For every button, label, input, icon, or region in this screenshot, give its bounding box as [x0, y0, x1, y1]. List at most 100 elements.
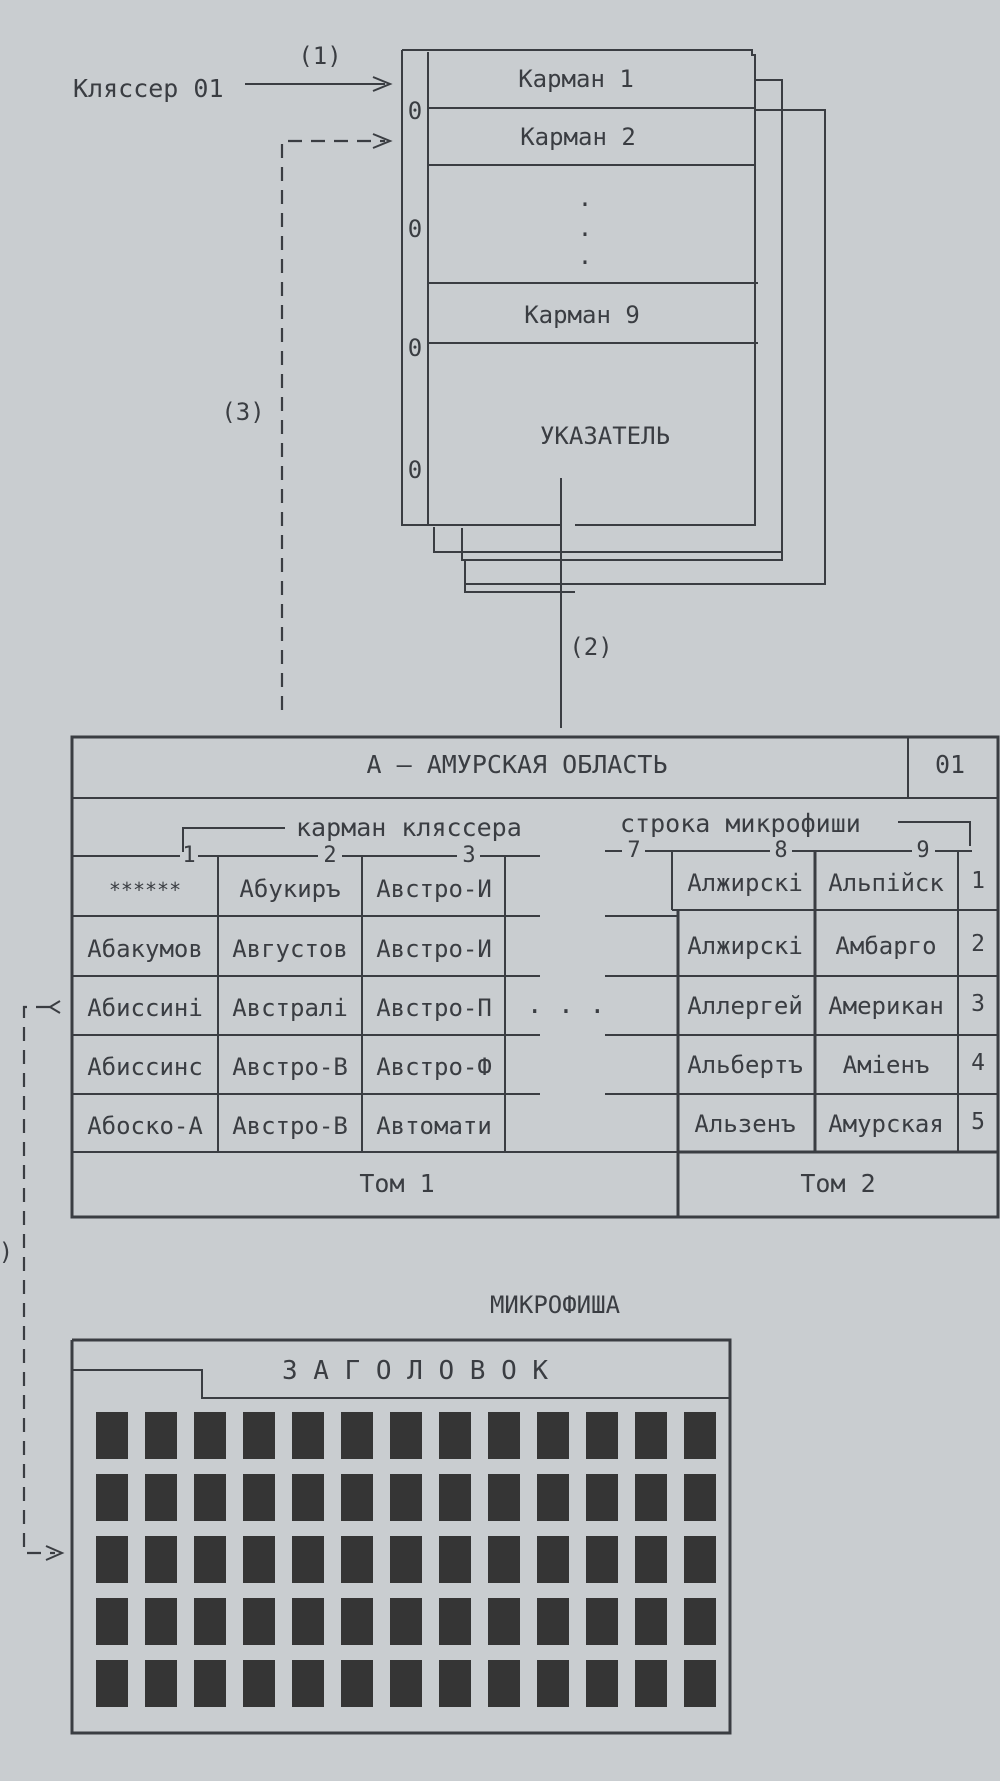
microfiche-frame: [684, 1474, 716, 1521]
microfiche-frame: [390, 1598, 422, 1645]
microfiche-border: [70, 1338, 732, 1735]
binder: Карман 1 Карман 2 Карман 9 . . . УКАЗАТЕ…: [401, 49, 826, 593]
index-sheet: А – АМУРСКАЯ ОБЛАСТЬ 01 карман кляссера …: [70, 735, 1000, 1219]
microfiche-frame: [488, 1598, 520, 1645]
microfiche-frame: [586, 1474, 618, 1521]
microfiche-frame: [684, 1598, 716, 1645]
microfiche-header: З А Г О Л О В О К: [282, 1356, 548, 1386]
arrow-3-line: [280, 139, 385, 710]
tom2-cell-1-1: Алжирскі: [687, 869, 803, 897]
arrow-4-tail: [48, 1000, 61, 1014]
microfiche-frame: [684, 1412, 716, 1459]
microfiche-frame: [194, 1660, 226, 1707]
tom1-cell-2-3: Австро-И: [376, 935, 492, 963]
tom1-cell-5-3: Автомати: [376, 1112, 492, 1140]
microfiche: МИКРОФИША З А Г О Л О В О К: [70, 1291, 732, 1735]
tom1-cell-1-3: Австро-И: [376, 875, 492, 903]
row-number-3: 3: [971, 991, 985, 1017]
binder-front-left: [401, 50, 560, 526]
binder-back-sheet-2: [461, 79, 783, 561]
tom1-cell-5-1: Абоско-А: [87, 1112, 203, 1140]
row-number-1: 1: [971, 868, 985, 894]
microfiche-frame: [586, 1412, 618, 1459]
microfiche-frame: [96, 1412, 128, 1459]
ellipsis-dot-2: .: [578, 214, 592, 242]
tom2-cell-4-2: Аміенъ: [843, 1051, 930, 1079]
sheet-title: А – АМУРСКАЯ ОБЛАСТЬ: [366, 750, 667, 779]
tom1-cell-2-1: Абакумов: [87, 935, 203, 963]
microfiche-frame: [684, 1660, 716, 1707]
microfiche-frame: [145, 1412, 177, 1459]
left-caption: карман кляссера: [296, 813, 522, 842]
binder-sheet-3-bottom-left: [464, 584, 575, 593]
row-number-4: 4: [971, 1050, 985, 1076]
microfiche-frame: [341, 1536, 373, 1583]
tom2-cell-5-2: Амурская: [828, 1110, 944, 1138]
microfiche-frame: [488, 1412, 520, 1459]
microfiche-frame: [537, 1660, 569, 1707]
col-number-9: 9: [916, 838, 929, 863]
microfiche-frame: [194, 1536, 226, 1583]
microfiche-frame: [586, 1660, 618, 1707]
arrow-1-head: [372, 76, 393, 92]
microfiche-frame: [243, 1474, 275, 1521]
tom1-cell-3-3: Австро-П: [376, 994, 492, 1022]
microfiche-frame: [390, 1660, 422, 1707]
tom1-cell-4-3: Австро-Ф: [376, 1053, 492, 1081]
tom2-cell-3-1: Аллергей: [687, 992, 803, 1020]
tom1-grid: . . . ****** Абукиръ Австро-И Абакумов А…: [72, 856, 678, 1153]
arrow-1-label: (1): [298, 42, 341, 70]
left-caption-bracket: [182, 827, 285, 852]
microfiche-frame: [586, 1536, 618, 1583]
ellipsis-dot-1: .: [578, 184, 592, 212]
microfiche-frame: [194, 1412, 226, 1459]
microfiche-frame: [537, 1536, 569, 1583]
col-number-3: 3: [462, 843, 475, 868]
col-number-2: 2: [323, 843, 336, 868]
tom2-cell-3-2: Американ: [828, 992, 944, 1020]
col-number-8: 8: [774, 838, 787, 863]
microfiche-frame: [439, 1474, 471, 1521]
microfiche-frame: [635, 1474, 667, 1521]
tom2-cell-1-2: Альпійск: [828, 869, 944, 897]
microfiche-frame: [635, 1536, 667, 1583]
tom1-cell-1-2: Абукиръ: [239, 875, 340, 903]
microfiche-frame: [341, 1598, 373, 1645]
tom2-cell-5-1: Альзенъ: [694, 1110, 795, 1138]
microfiche-frame: [439, 1660, 471, 1707]
sheet-number: 01: [935, 750, 965, 779]
pocket-1-label: Карман 1: [518, 65, 634, 93]
tom2-grid: Алжирскі Альпійск Алжирскі Амбарго Аллер…: [671, 852, 998, 1217]
tom2-cell-2-1: Алжирскі: [687, 932, 803, 960]
microfiche-frame: [341, 1412, 373, 1459]
microfiche-frame: [586, 1598, 618, 1645]
arrow-3-label: (3): [221, 398, 264, 426]
microfiche-frame: [341, 1660, 373, 1707]
arrow-3-head: [372, 133, 393, 149]
microfiche-frame: [292, 1536, 324, 1583]
tom1-cell-3-1: Абиссині: [87, 994, 203, 1022]
microfiche-frame: [390, 1474, 422, 1521]
binder-hole-2: 0: [408, 215, 422, 243]
row-number-5: 5: [971, 1109, 985, 1135]
microfiche-frame: [96, 1474, 128, 1521]
arrow-4-line: [22, 1005, 55, 1555]
pocket-9-label: Карман 9: [524, 301, 640, 329]
microfiche-frame: [488, 1660, 520, 1707]
microfiche-frame: [635, 1598, 667, 1645]
microfiche-frame: [194, 1474, 226, 1521]
binder-label: Кляссер 01: [73, 74, 224, 103]
microfiche-frame: [341, 1474, 373, 1521]
microfiche-frame: [488, 1536, 520, 1583]
col-number-7: 7: [627, 838, 640, 863]
col-number-1: 1: [182, 843, 195, 868]
tom1-cell-4-2: Австро-В: [232, 1053, 348, 1081]
right-caption: строка микрофиши: [620, 809, 861, 838]
microfiche-frame: [439, 1536, 471, 1583]
microfiche-frame: [537, 1474, 569, 1521]
microfiche-frame: [145, 1536, 177, 1583]
microfiche-frame: [145, 1474, 177, 1521]
row-number-2: 2: [971, 931, 985, 957]
